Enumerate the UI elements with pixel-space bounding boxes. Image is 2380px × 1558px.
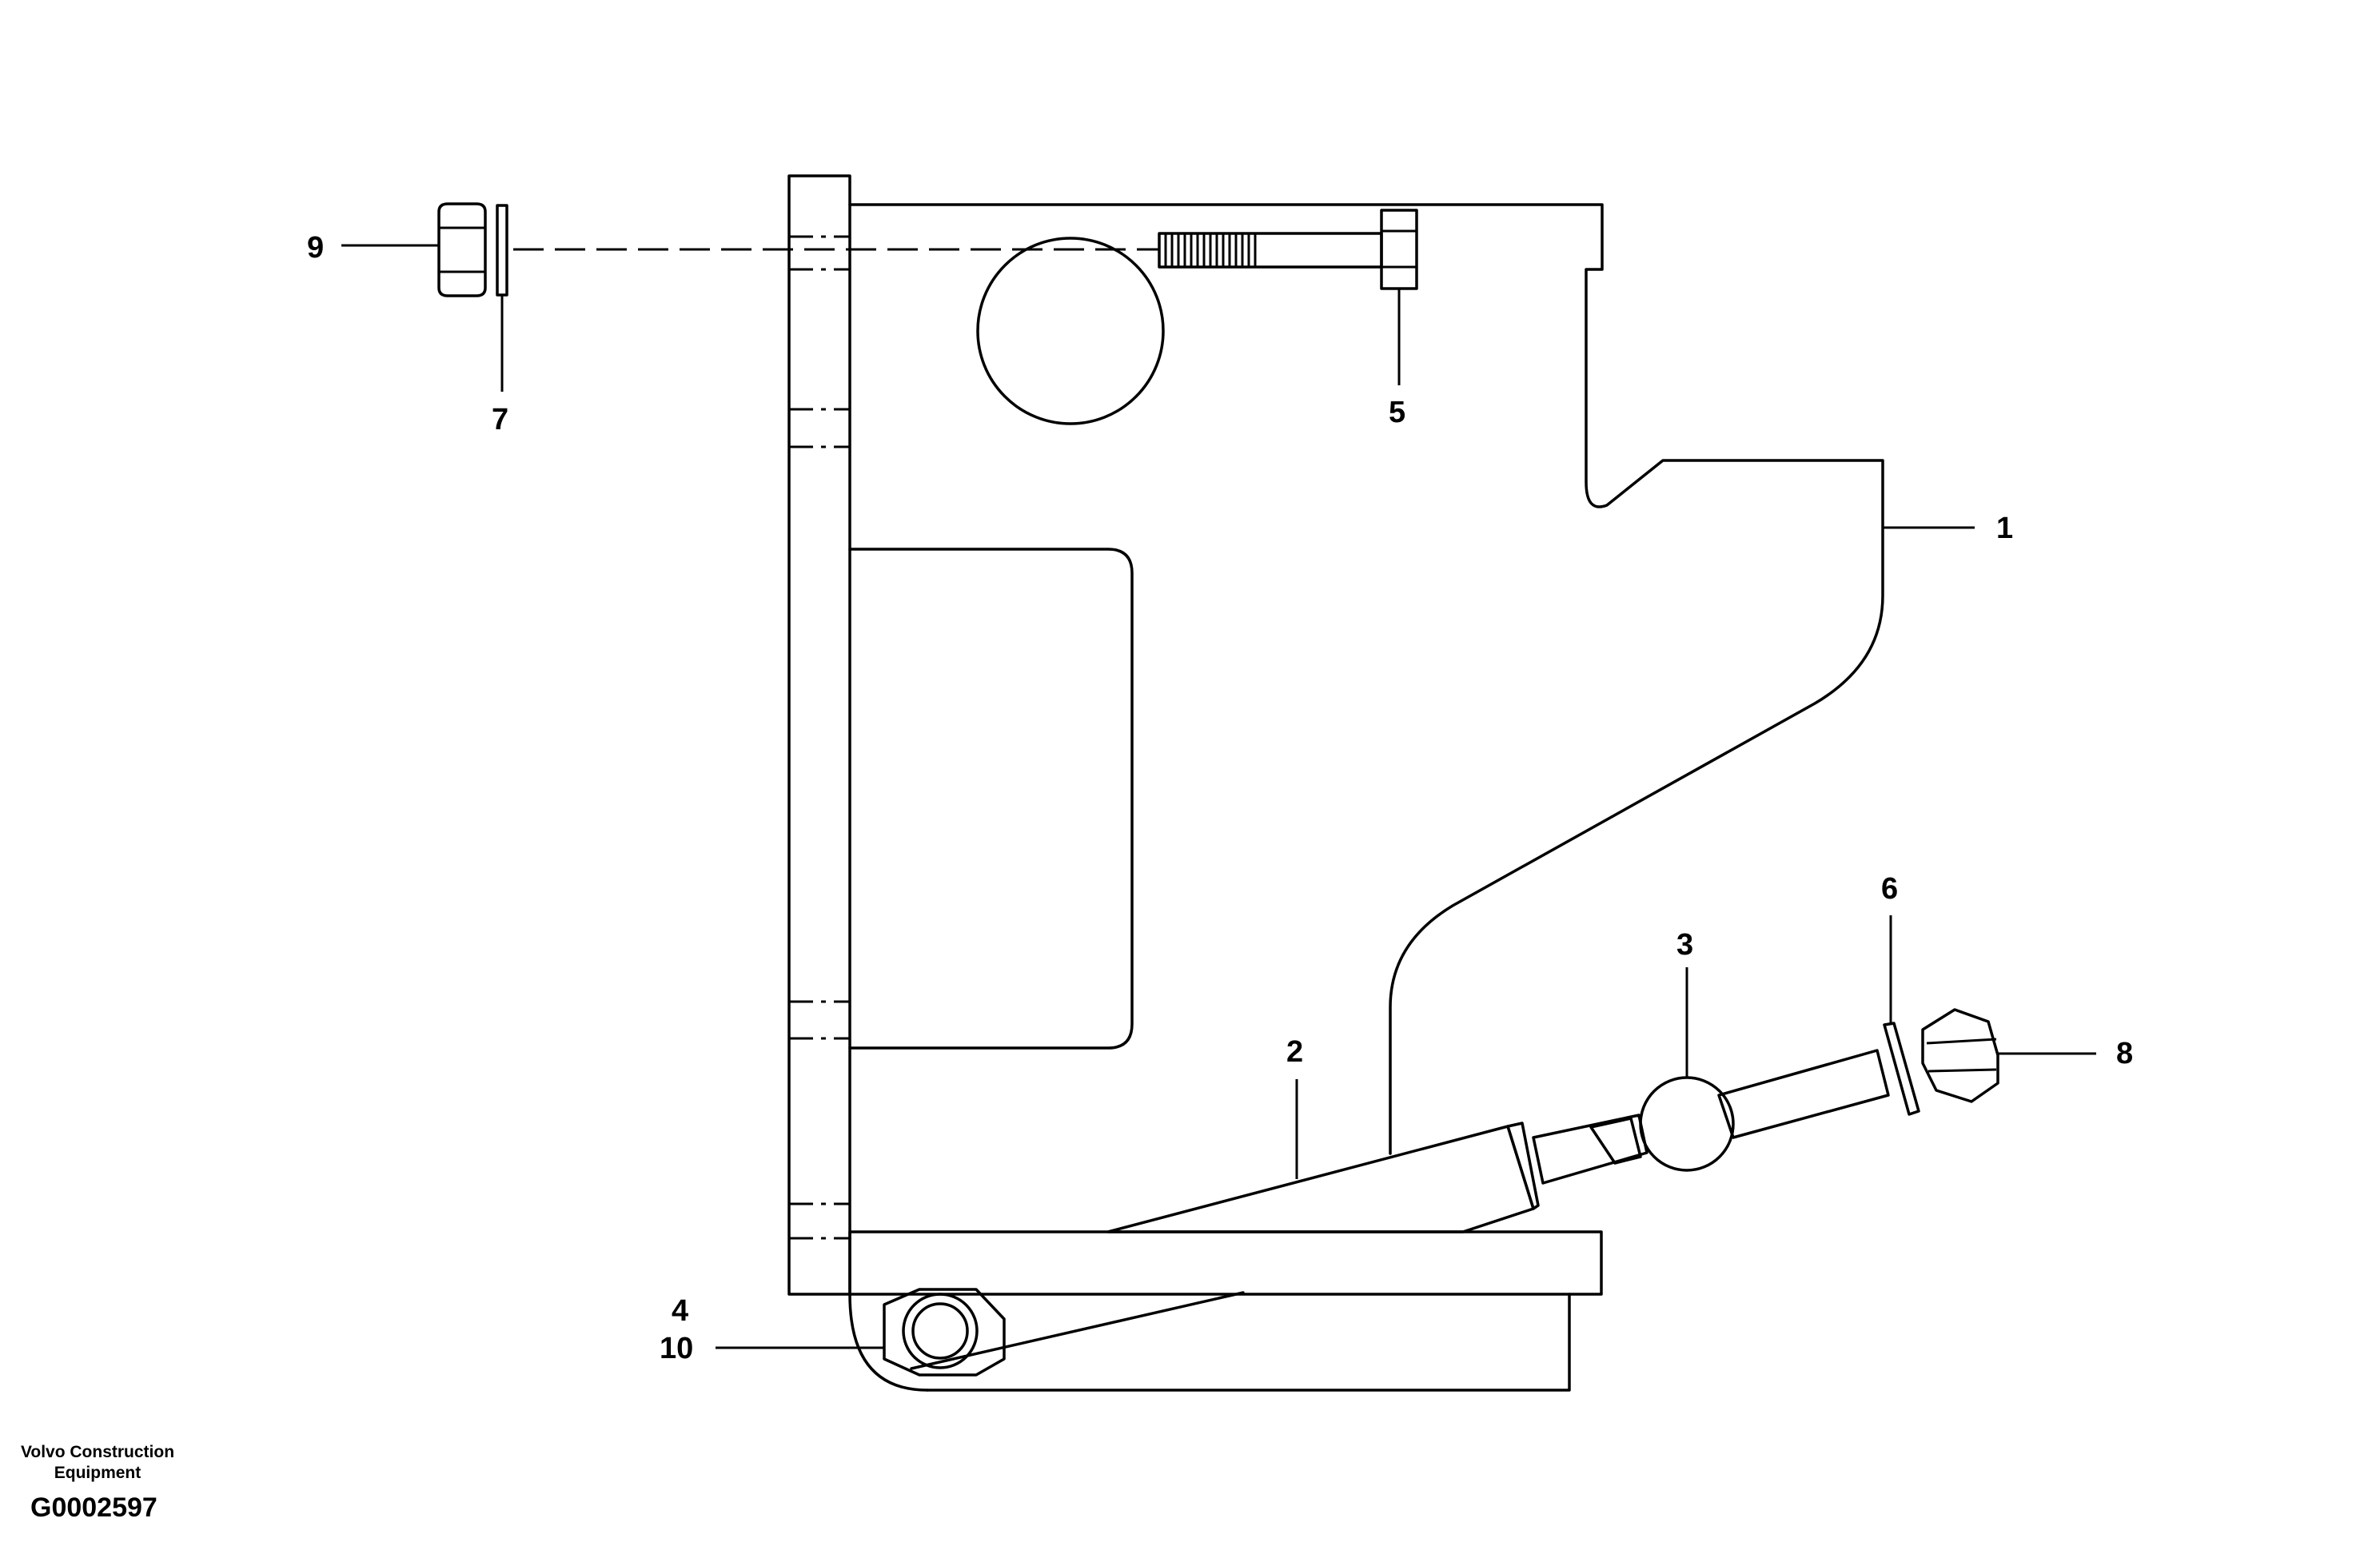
nut-8 bbox=[1921, 1008, 1999, 1103]
bolt-5 bbox=[1158, 209, 1418, 290]
leader-lines bbox=[341, 244, 2096, 1349]
lightening-hole bbox=[976, 237, 1165, 425]
callout-1: 1 bbox=[1996, 512, 2013, 545]
callout-10: 10 bbox=[660, 1332, 693, 1365]
nut-9 bbox=[437, 202, 487, 297]
footer-drawing-code: G0002597 bbox=[30, 1492, 157, 1523]
callout-3: 3 bbox=[1676, 928, 1693, 962]
footer-company-line2: Equipment bbox=[54, 1464, 142, 1482]
callout-6: 6 bbox=[1881, 872, 1898, 906]
bolt-thread bbox=[1164, 233, 1257, 267]
base-plate bbox=[848, 1230, 1603, 1392]
washer-6 bbox=[1883, 1022, 1920, 1116]
vertical-mounting-plate bbox=[787, 174, 851, 1296]
callout-4: 4 bbox=[672, 1294, 688, 1328]
piston-rod bbox=[1532, 1049, 1890, 1185]
bracket-body bbox=[848, 203, 1884, 1155]
washer-7 bbox=[496, 204, 508, 297]
footer-company-line1: Volvo Construction bbox=[21, 1443, 174, 1461]
rectangular-cutout bbox=[848, 548, 1134, 1050]
callout-8: 8 bbox=[2116, 1037, 2133, 1070]
callout-7: 7 bbox=[492, 403, 508, 436]
callout-9: 9 bbox=[307, 231, 324, 265]
ball-joint bbox=[1639, 1076, 1735, 1172]
callout-2: 2 bbox=[1286, 1035, 1303, 1069]
pivot-nut bbox=[883, 1288, 1006, 1377]
callout-5: 5 bbox=[1389, 396, 1405, 429]
